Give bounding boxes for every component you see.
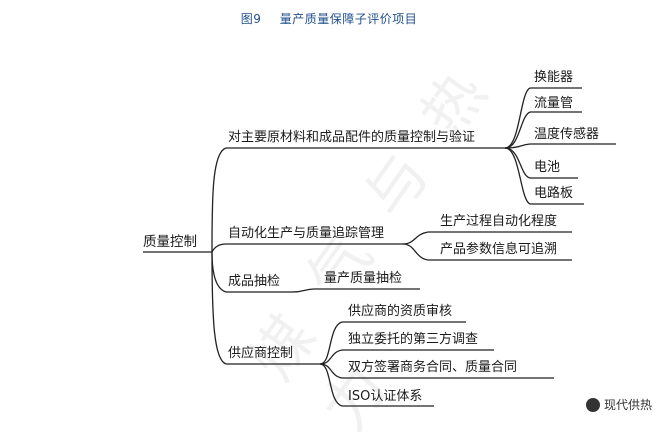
leaf-node: 流量管 <box>534 96 574 111</box>
leaf-node: 电池 <box>534 160 561 175</box>
leaf-node: 产品参数信息可追溯 <box>440 242 558 257</box>
root-node: 质量控制 <box>143 234 197 250</box>
figure-title: 量产质量保障子评价项目 <box>279 12 418 26</box>
branch-node: 对主要原材料和成品配件的质量控制与验证 <box>228 130 476 145</box>
leaf-node: 供应商的资质审核 <box>348 304 453 319</box>
wechat-icon <box>585 397 600 412</box>
branch-node: 供应商控制 <box>228 346 294 361</box>
branch-node: 成品抽检 <box>228 274 281 289</box>
leaf-node: 量产质量抽检 <box>324 271 403 286</box>
leaf-node: 生产过程自动化程度 <box>440 214 558 229</box>
figure-number: 图9 <box>240 12 262 26</box>
leaf-node: 双方签署商务合同、质量合同 <box>348 360 518 375</box>
leaf-node: ISO认证体系 <box>348 389 423 404</box>
brand-label: 现代供热 <box>603 398 652 412</box>
figure-caption: 图9 量产质量保障子评价项目 <box>0 10 658 27</box>
leaf-node: 电路板 <box>534 186 574 201</box>
leaf-node: 温度传感器 <box>534 127 600 142</box>
branch-node: 自动化生产与质量追踪管理 <box>228 226 385 241</box>
mindmap-connectors <box>143 87 616 407</box>
leaf-node: 换能器 <box>534 70 574 85</box>
brand-watermark: 现代供热 <box>585 396 652 413</box>
leaf-node: 独立委托的第三方调查 <box>348 332 479 347</box>
